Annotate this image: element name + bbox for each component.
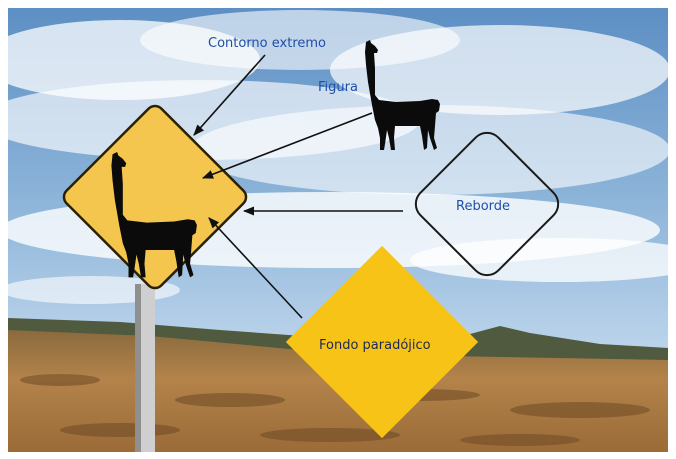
reborde-diamond: [414, 131, 560, 277]
sign-pole: [135, 284, 155, 452]
annotation-arrows: [193, 54, 403, 319]
arrow-figura-icon: [201, 112, 373, 179]
arrow-fondo-icon: [208, 217, 303, 319]
road-sign: [62, 104, 248, 290]
label-figura: Figura: [318, 80, 358, 95]
grass-tufts: [20, 374, 650, 446]
label-contorno-extremo: Contorno extremo: [208, 36, 326, 51]
arrow-contorno-icon: [193, 54, 266, 136]
label-fondo-paradojico: Fondo paradójico: [319, 338, 431, 353]
label-reborde: Reborde: [456, 199, 510, 214]
fondo-diamond: [285, 245, 479, 439]
sign-diamond: [62, 104, 248, 290]
